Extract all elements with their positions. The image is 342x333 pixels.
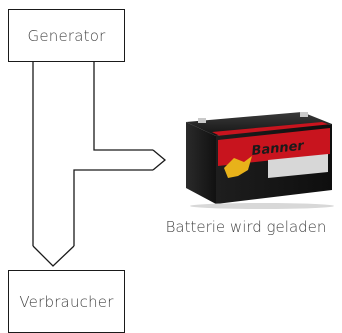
battery-lid — [186, 112, 332, 136]
battery-lid-stripe — [212, 122, 330, 136]
consumer-label: Verbraucher — [19, 292, 114, 311]
bull-logo-icon — [224, 156, 252, 178]
generator-label: Generator — [27, 26, 106, 45]
flow-branch-to-battery-upper — [93, 62, 153, 151]
generator-box: Generator — [8, 9, 125, 62]
car-battery-image: Banner — [186, 112, 334, 209]
battery-caption: Batterie wird geladen — [165, 218, 327, 236]
battery-shadow — [190, 203, 334, 209]
battery-terminal-left — [198, 118, 206, 123]
battery-side — [186, 122, 216, 204]
battery-label-panel — [268, 154, 328, 178]
battery-front-banner — [218, 128, 330, 166]
arrow-head-to-battery — [152, 149, 167, 171]
flow-branch-to-battery-lower — [73, 169, 153, 246]
battery-terminal-right — [300, 112, 308, 117]
arrow-head-to-consumer — [32, 245, 75, 267]
battery-brand-text: Banner — [251, 138, 306, 159]
consumer-box: Verbraucher — [8, 270, 125, 333]
